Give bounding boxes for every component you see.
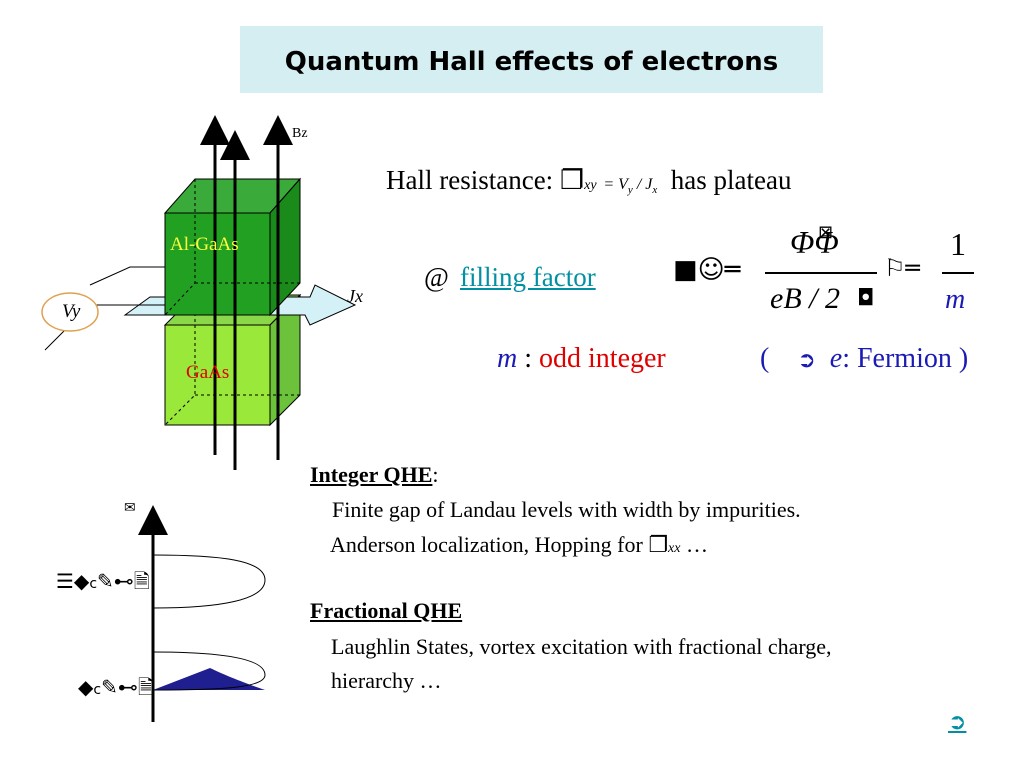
filled-landau-level bbox=[153, 668, 265, 690]
odd-integer-line: m : odd integer bbox=[497, 343, 666, 374]
fractional-qhe-heading: Fractional QHE bbox=[310, 598, 463, 623]
rho-subscript: xy bbox=[584, 178, 597, 193]
vy-label: Vy bbox=[62, 301, 81, 322]
integer-qhe-heading: Integer QHE: bbox=[310, 462, 439, 487]
fermion-note: ( ➲ e: Fermion ) bbox=[760, 343, 969, 374]
vy-over-jx: = Vy / Jx bbox=[603, 176, 658, 197]
rho-symbol-icon: ❐ bbox=[559, 165, 585, 196]
algaas-label: Al-GaAs bbox=[170, 234, 239, 255]
rho-xx-icon: ❐ bbox=[648, 533, 669, 558]
fraction-numerator: ΦΦ bbox=[790, 224, 839, 260]
one-numerator: 1 bbox=[950, 226, 966, 262]
upper-landau-level bbox=[152, 554, 266, 609]
hall-suffix: has plateau bbox=[670, 165, 792, 195]
filling-factor-link[interactable]: filling factor bbox=[460, 262, 596, 292]
algaas-front-face bbox=[164, 212, 271, 316]
hall-prefix: Hall resistance: bbox=[386, 165, 554, 195]
lower-level-label: ◆c✎⊷🗎 bbox=[78, 675, 154, 699]
integer-qhe-line1: Finite gap of Landau levels with width b… bbox=[332, 497, 801, 522]
integer-qhe-line2: Anderson localization, Hopping for ❐xx … bbox=[330, 532, 708, 558]
gaas-label: GaAs bbox=[186, 362, 230, 383]
vy-ellipse bbox=[41, 292, 99, 332]
m-denominator: m bbox=[945, 284, 966, 315]
fractional-qhe-line2: hierarchy … bbox=[331, 668, 442, 693]
one-over-m-bar bbox=[942, 272, 974, 274]
jx-label: Jx bbox=[347, 286, 363, 306]
fractional-qhe-line1: Laughlin States, vortex excitation with … bbox=[331, 634, 832, 659]
gaas-front-face bbox=[164, 324, 271, 426]
heterostructure-diagram bbox=[41, 115, 357, 470]
nu-symbol-icon: ■☺═ bbox=[673, 255, 741, 285]
implies-arrow-icon: ➲ bbox=[797, 348, 816, 373]
hall-resistance-line: Hall resistance: ❐xy = Vy / Jx has plate… bbox=[386, 165, 791, 196]
at-sign: @ bbox=[424, 262, 449, 292]
vy-probe-upper bbox=[89, 266, 165, 286]
title-box: Quantum Hall effects of electrons bbox=[240, 26, 823, 93]
delta-icon: ⊠ bbox=[818, 222, 834, 243]
flag-equals-icon: ⚐═ bbox=[884, 254, 920, 282]
hbar-box-icon: ◘ bbox=[857, 286, 875, 311]
upper-level-label: ☰◆c✎⊷🗎 bbox=[56, 569, 150, 593]
next-slide-arrow-icon[interactable]: ➲ bbox=[948, 710, 967, 735]
fraction-denominator: eB / 2 bbox=[770, 282, 840, 315]
lower-landau-level bbox=[152, 651, 266, 691]
slide-title: Quantum Hall effects of electrons bbox=[284, 47, 779, 77]
fraction-bar bbox=[765, 272, 877, 274]
energy-axis-icon: ✉ bbox=[124, 500, 136, 516]
bz-label: Bz bbox=[292, 126, 308, 141]
landau-level-diagram bbox=[138, 505, 266, 722]
